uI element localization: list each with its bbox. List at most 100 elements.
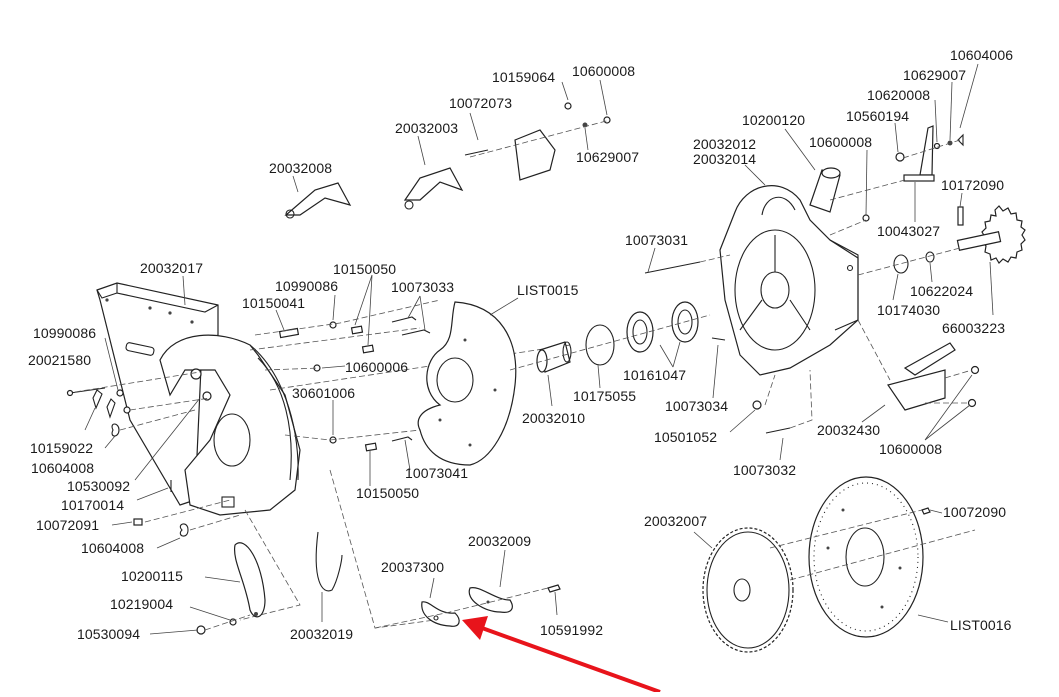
- hub-20032010: [536, 341, 572, 373]
- part-label: 10073034: [665, 398, 729, 414]
- sleeve-10200120: [809, 167, 841, 213]
- part-label: 10159022: [30, 440, 94, 456]
- part-label: 20032012: [693, 136, 757, 152]
- part-label: LIST0015: [517, 282, 579, 298]
- washer-10159064: [564, 102, 572, 110]
- part-label: 10200115: [121, 568, 184, 584]
- nut-10600008c1: [970, 365, 980, 375]
- part-label: 10622024: [910, 283, 974, 299]
- part-label: 10072091: [36, 517, 100, 533]
- part-label: 10530092: [67, 478, 131, 494]
- bolt-10072090: [921, 507, 931, 515]
- part-label: 10990086: [33, 325, 97, 341]
- washer-10990086: [116, 389, 124, 397]
- knob-10530094: [196, 625, 206, 635]
- shaft: [956, 231, 1002, 251]
- ring-10174030: [893, 254, 909, 274]
- bolt-10072073: [464, 149, 489, 156]
- part-label: 10072073: [449, 95, 513, 111]
- part-label: 10990086: [275, 278, 339, 294]
- part-label: 10629007: [903, 67, 967, 83]
- part-label: 10073033: [391, 279, 455, 295]
- brush-20032009: [468, 587, 513, 613]
- part-label: 10501052: [654, 429, 718, 445]
- pin-10073034: [711, 337, 726, 341]
- part-label: 10172090: [941, 177, 1005, 193]
- part-label: 10604008: [31, 460, 95, 476]
- seed-disc-LIST0015: [417, 301, 517, 466]
- stud-10073031: [644, 261, 701, 274]
- part-label: 20032014: [693, 151, 757, 167]
- spring-10150050c: [364, 442, 378, 452]
- bolt-10072091: [133, 518, 143, 526]
- sprocket-66003223: [981, 205, 1026, 264]
- part-label: 10150050: [356, 485, 420, 501]
- washer-10990086a: [329, 321, 337, 329]
- bolt-10501052: [752, 400, 762, 410]
- bolt-10073033: [391, 316, 431, 336]
- part-label: 10170014: [61, 497, 125, 513]
- pin-10560194: [895, 152, 905, 162]
- part-label: 10600008: [809, 134, 873, 150]
- highlight-arrow: [462, 616, 661, 694]
- part-label: 10150041: [242, 295, 306, 311]
- washer-10990086b: [123, 406, 131, 414]
- part-label: 10560194: [846, 108, 910, 124]
- clip-10159022: [92, 389, 116, 419]
- part-label: 20032430: [817, 422, 881, 438]
- part-label: 20032003: [395, 120, 459, 136]
- wing-nut-10604006: [957, 133, 964, 147]
- part-label: 20032017: [140, 260, 204, 276]
- bearing-10161047: [626, 301, 699, 353]
- wing-nut-10604008a: [111, 423, 120, 437]
- part-label: 20032019: [290, 626, 354, 642]
- part-label: 20032007: [644, 513, 708, 529]
- bolt-10073041: [391, 436, 413, 442]
- part-label: 10200120: [742, 112, 806, 128]
- part-label: 10600008: [879, 441, 943, 457]
- leader-lines: [84, 63, 994, 635]
- part-label: 10629007: [576, 149, 640, 165]
- part-label: 30601006: [292, 385, 356, 401]
- part-label: 10161047: [623, 367, 687, 383]
- insert-10200115: [233, 542, 266, 618]
- sprocket-20032007: [702, 527, 794, 653]
- part-label: 20021580: [28, 352, 92, 368]
- part-label: 10073031: [625, 232, 689, 248]
- snap-ring-10175055: [585, 324, 615, 366]
- part-label: 10159064: [492, 69, 556, 85]
- cam-plate: [514, 129, 556, 181]
- part-label: 66003223: [942, 320, 1006, 336]
- seed-housing-frame: [159, 334, 301, 516]
- washer-10620008: [933, 142, 941, 150]
- bracket-20032430: [887, 342, 956, 411]
- housing-20032012: [719, 185, 859, 376]
- part-label: 20032010: [522, 410, 586, 426]
- stud-10073032: [765, 427, 791, 434]
- part-label: 10530094: [77, 626, 141, 642]
- part-label: 20032009: [468, 533, 532, 549]
- screw-10591992: [547, 584, 561, 593]
- bracket-20032008: [284, 182, 352, 219]
- wing-nut-10604008b: [179, 523, 189, 537]
- part-label: 10600006: [345, 359, 409, 375]
- part-label: 10600008: [572, 63, 636, 79]
- part-label: 20037300: [381, 559, 445, 575]
- spring-10150041: [278, 327, 300, 339]
- part-label: 10072090: [943, 504, 1007, 520]
- lever-10043027: [903, 125, 935, 182]
- part-label: 10175055: [573, 388, 637, 404]
- part-label: LIST0016: [950, 617, 1012, 633]
- part-label: 10219004: [110, 596, 174, 612]
- nut-10600008c2: [967, 398, 977, 408]
- part-label: 10073032: [733, 462, 797, 478]
- seed-disc-LIST0016: [808, 476, 924, 638]
- key-10172090: [957, 206, 964, 226]
- nut-10600008b: [603, 116, 611, 124]
- part-label: 10073041: [405, 465, 469, 481]
- part-label: 10174030: [877, 302, 941, 318]
- part-label: 10604008: [81, 540, 145, 556]
- spring-10150050a: [350, 325, 364, 335]
